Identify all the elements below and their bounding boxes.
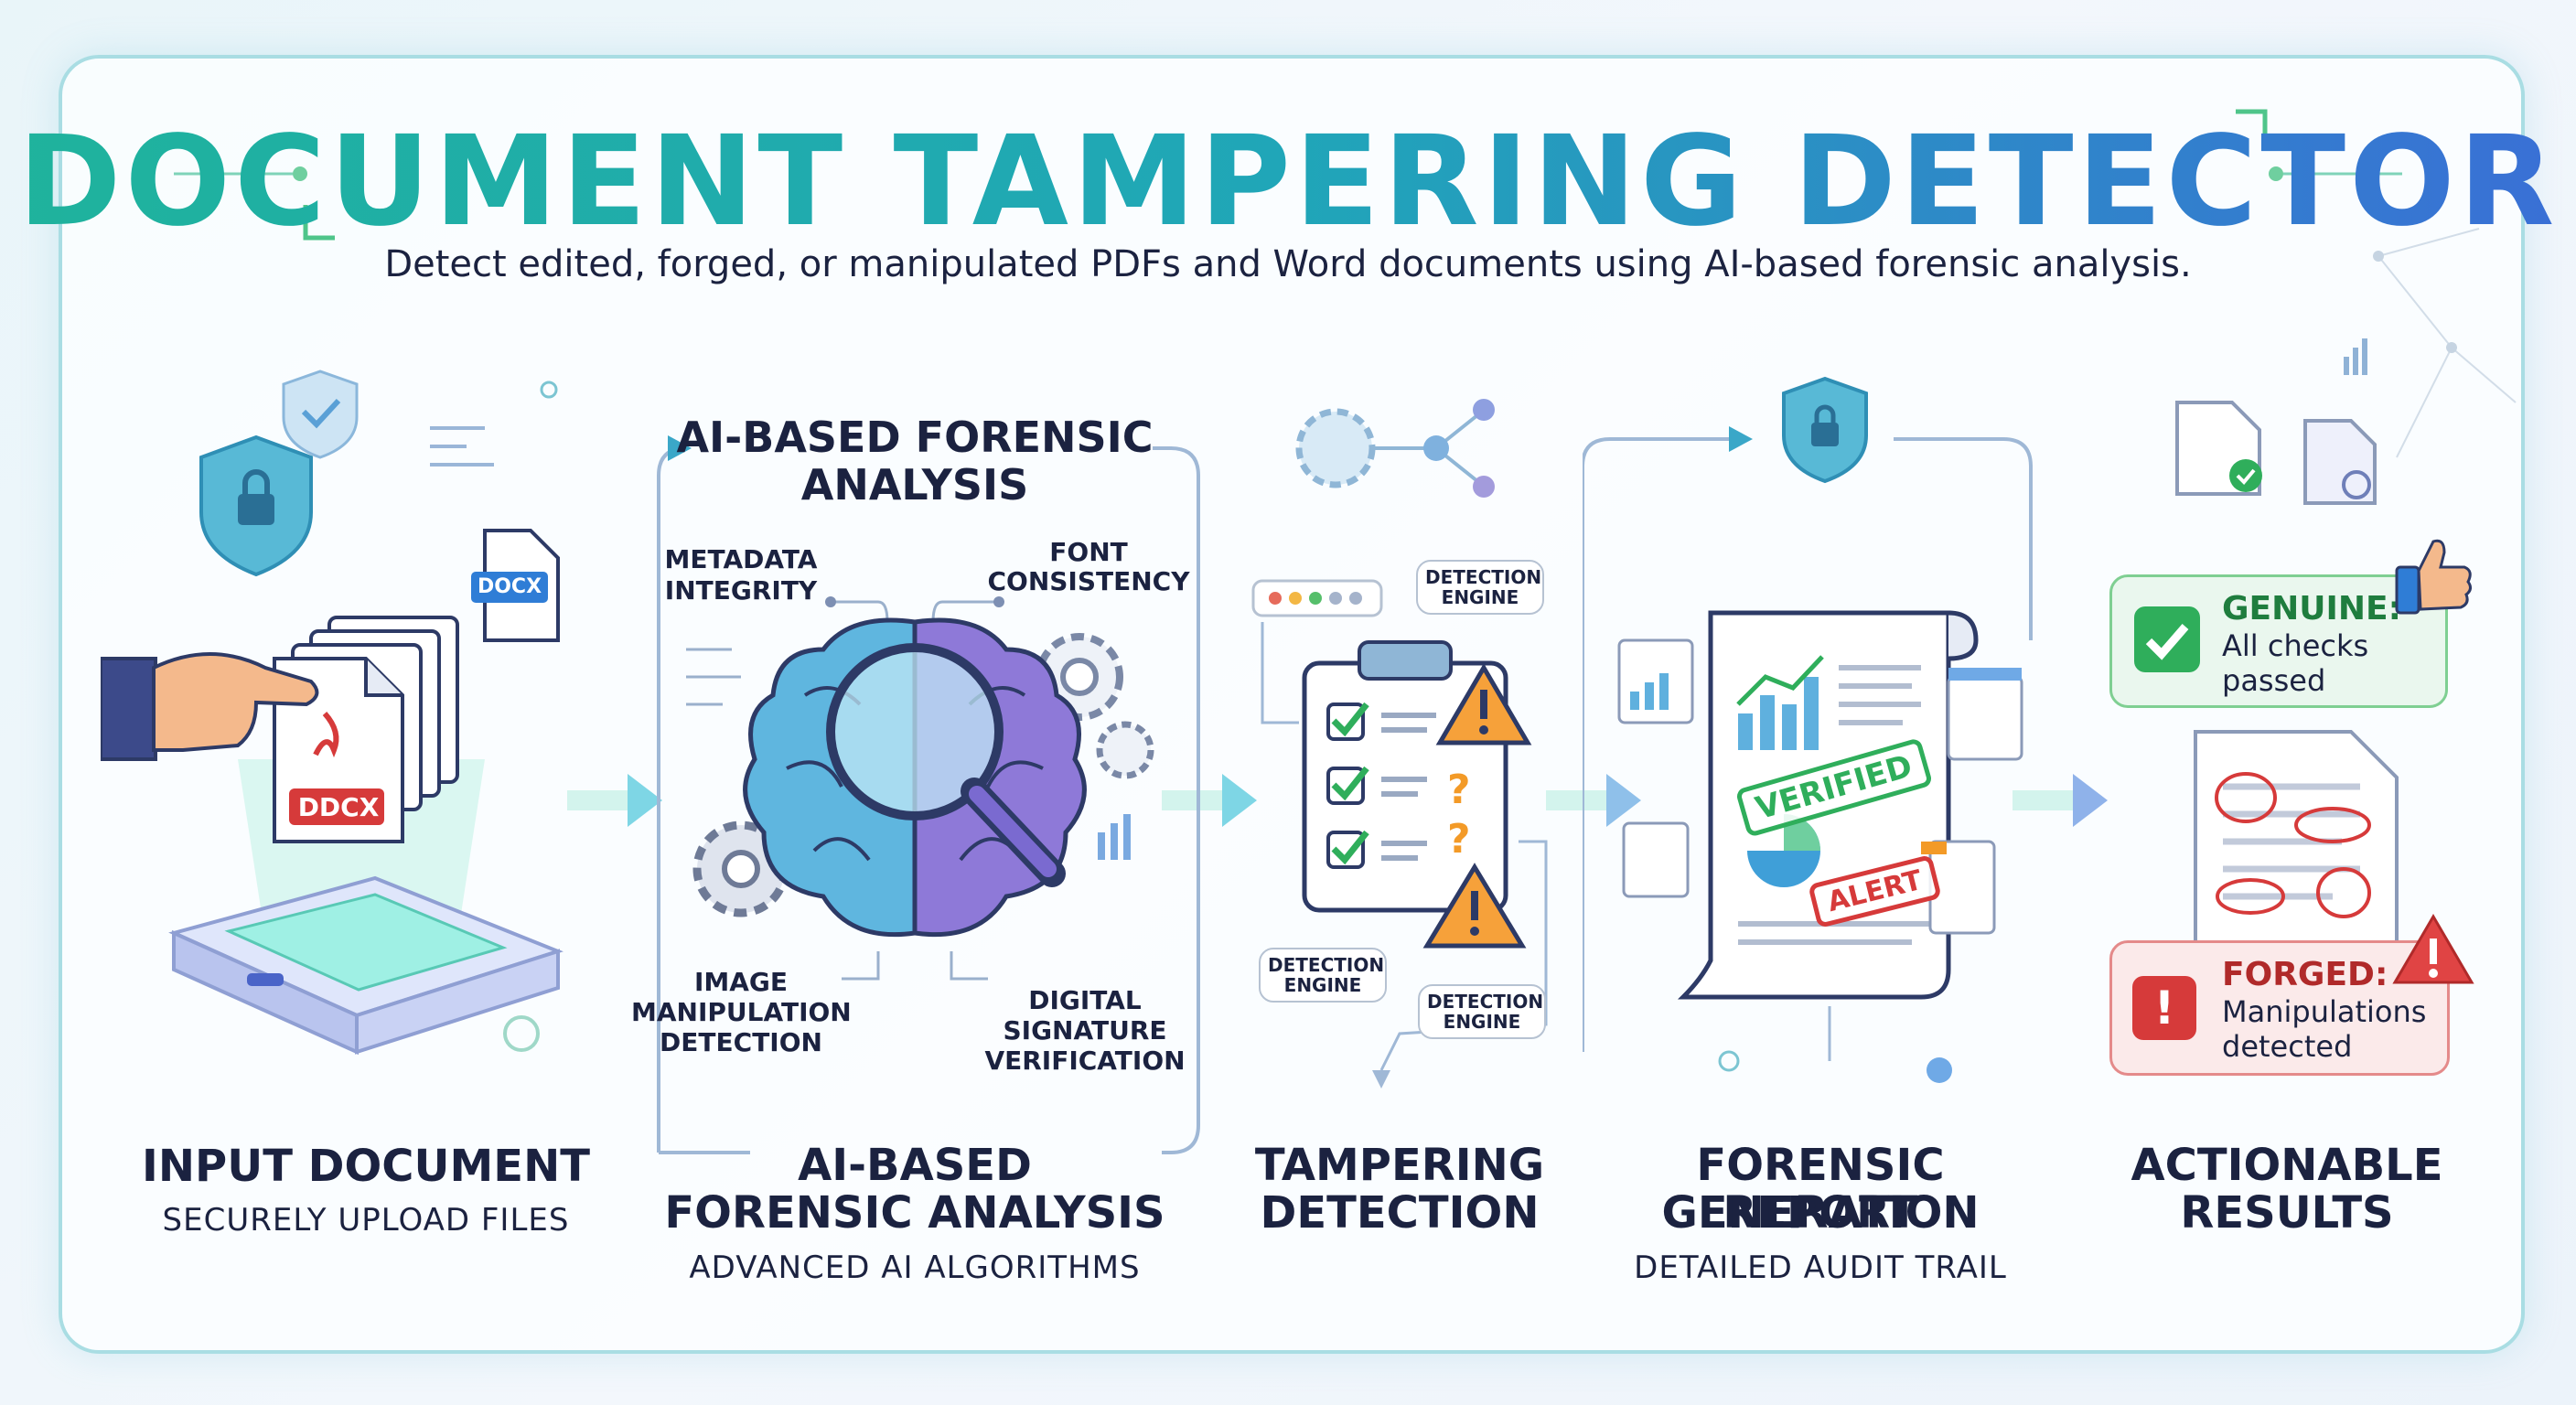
step-results-label-line2: RESULTS [2180,1187,2394,1239]
warning-icon [1422,863,1527,949]
step-report-label-line1: FORENSIC REPORT [1696,1140,1945,1239]
image-line1: IMAGE [693,967,789,997]
font-line1: FONT [1049,537,1128,567]
gear-icon [1096,721,1154,779]
analysis-heading-line2: ANALYSIS [800,460,1029,509]
forged-title: FORGED: [2222,956,2388,993]
signature-line2: SIGNATURE [1003,1015,1167,1046]
arrow-icon [1546,774,1641,827]
brain-magnifier-illustration [686,596,1154,981]
input-document-illustration [101,370,564,1056]
page-subtitle: Detect edited, forged, or manipulated PD… [384,243,2192,285]
hand-icon [101,652,319,761]
step-analysis-label-line1: AI-BASED [798,1140,1032,1191]
step-results-label-line1: ACTIONABLE [2131,1140,2443,1191]
genuine-result-card: GENUINE: All checks passed [2109,574,2448,708]
svg-text:?: ? [1447,816,1471,863]
shield-check-icon [282,370,359,459]
signature-line3: VERIFICATION [984,1046,1186,1076]
file-badge-side: DOCX [477,575,542,598]
shield-lock-icon [1782,376,1868,484]
forged-line2: detected [2222,1029,2353,1064]
metadata-line2: INTEGRITY [664,575,818,606]
magnifier-icon [826,643,1066,887]
title-corner-bracket-left [303,205,335,241]
step-detection-label-line1: TAMPERING [1254,1140,1545,1191]
font-line2: CONSISTENCY [987,566,1190,596]
tampering-detection-illustration: ? ? [1251,399,1548,1089]
infographic-card [59,55,2525,1354]
genuine-title: GENUINE: [2222,590,2402,627]
forged-result-card: ! FORGED: Manipulations detected [2109,940,2450,1076]
step-analysis-label-line2: FORENSIC ANALYSIS [664,1187,1165,1239]
scanner-icon [168,875,564,1056]
title-right-ornament [2269,166,2402,181]
forensic-report-illustration [1583,376,2033,1083]
step-analysis-sub: ADVANCED AI ALGORITHMS [689,1249,1141,1286]
network-gear-icon [1295,399,1495,498]
genuine-line2: passed [2222,663,2326,698]
decorative-network [2344,228,2517,458]
warning-icon [1435,663,1532,745]
warning-icon [2392,914,2474,984]
results-top-icons [2175,401,2377,505]
title-corner-bracket-right [2236,109,2268,146]
check-icon [2134,606,2200,672]
step-report-sub: DETAILED AUDIT TRAIL [1634,1249,2007,1286]
genuine-line1: All checks [2222,628,2369,663]
arrow-icon [567,774,662,827]
marked-document-icon [2194,730,2399,953]
analysis-bracket [657,435,1200,1154]
image-line2: MANIPULATION [631,997,852,1027]
forged-line1: Manipulations [2222,994,2427,1029]
page-title: DOCUMENT TAMPERING DETECTOR [0,110,2576,254]
thumbs-up-icon [2395,539,2473,615]
arrow-icon [1162,774,1257,827]
exclamation-icon: ! [2132,976,2196,1040]
arrow-icon [2012,774,2108,827]
title-left-ornament [174,166,307,181]
step-input-label: INPUT DOCUMENT [142,1141,590,1192]
file-badge-front: DDCX [297,792,380,822]
analysis-heading-line1: AI-BASED FORENSIC [676,413,1154,462]
image-line3: DETECTION [660,1027,822,1057]
step-detection-label-line2: DETECTION [1260,1187,1540,1239]
shield-lock-icon [199,434,313,577]
step-input-sub: SECURELY UPLOAD FILES [162,1202,570,1239]
step-report-label-line2: GENERATION [1661,1187,1980,1239]
signature-line1: DIGITAL [1028,985,1142,1015]
svg-text:?: ? [1447,767,1471,813]
metadata-line1: METADATA [664,544,818,574]
